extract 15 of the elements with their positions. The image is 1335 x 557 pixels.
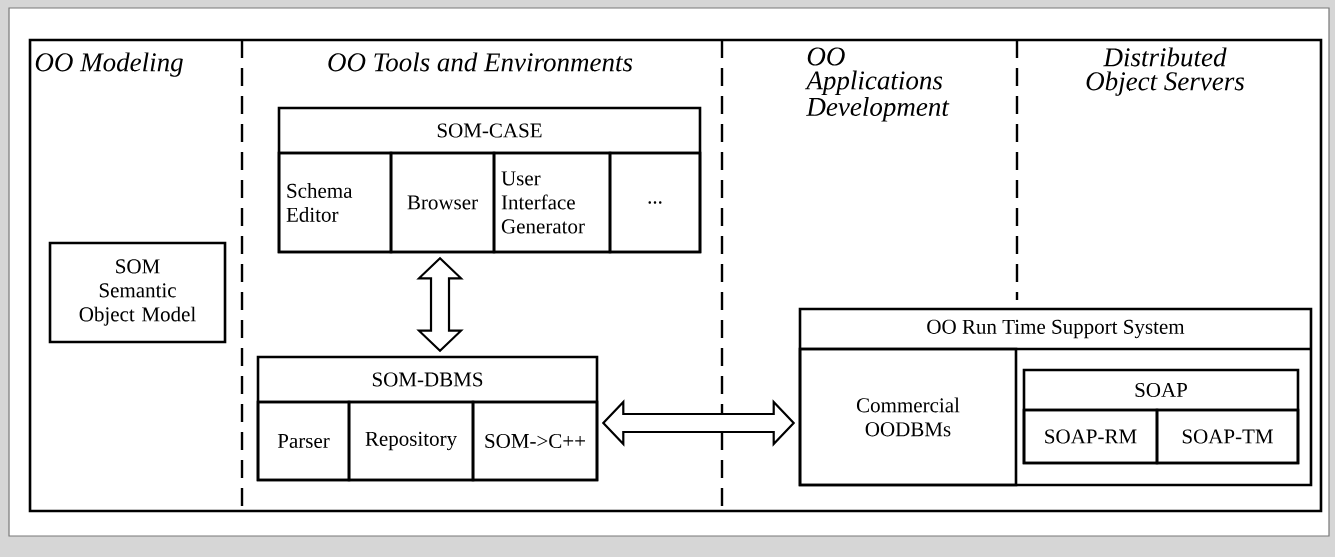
module-cell: SOAP-RM bbox=[1022, 408, 1159, 465]
module-cell: Browser bbox=[389, 151, 496, 254]
module-cell: SOM->C++ bbox=[471, 400, 599, 482]
module-cell: Commercial OODBMs bbox=[798, 347, 1018, 487]
column-heading: OO Modeling bbox=[35, 52, 183, 77]
module-cell: Parser bbox=[256, 400, 351, 482]
module-cell: ... bbox=[608, 151, 702, 254]
column-heading: OO Tools and Environments bbox=[328, 52, 633, 72]
module-cell: SOAP-TM bbox=[1155, 408, 1300, 465]
model-box: SOM Semantic Object Model bbox=[48, 241, 227, 344]
column-heading: OO Applications Development bbox=[804, 47, 950, 122]
module-cell: Repository bbox=[347, 400, 475, 482]
module-cell: User Interface Generator bbox=[492, 151, 612, 254]
column-heading: Distributed Object Servers bbox=[1086, 47, 1244, 96]
module-cell: Schema Editor bbox=[277, 151, 393, 254]
